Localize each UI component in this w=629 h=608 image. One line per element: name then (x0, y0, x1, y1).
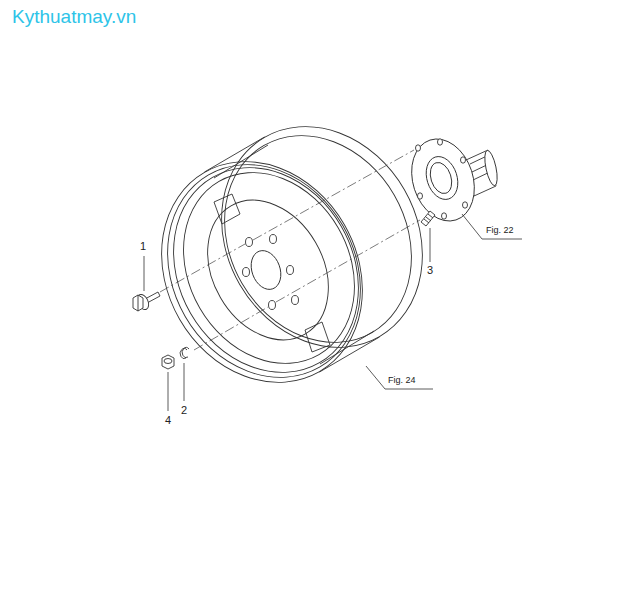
hex-nut (162, 355, 174, 369)
leader-lines (144, 214, 522, 411)
centre-line (253, 150, 414, 240)
rim-front (150, 141, 389, 394)
hex-edge (138, 295, 139, 311)
rim-back-inner (188, 101, 448, 376)
callout-number: 4 (165, 414, 171, 426)
spring-washer (180, 349, 187, 359)
flange-disc (401, 131, 484, 229)
hub-flange (401, 131, 499, 229)
stud-bolt (421, 211, 435, 226)
watermark: Kythuatmay.vn (12, 7, 136, 28)
figure-reference: Fig. 22 (486, 226, 514, 236)
wheel-disc (183, 178, 352, 361)
shaft-end (482, 149, 499, 186)
figure-reference: Fig. 24 (388, 376, 416, 386)
flange-hole (442, 213, 447, 219)
thread-line (428, 214, 433, 218)
bolt-hole (287, 266, 294, 275)
flange-bore (427, 160, 456, 197)
bolt-hole (246, 238, 253, 247)
flange-bore (421, 152, 463, 203)
bolt-head (133, 295, 143, 311)
rim-edge (205, 137, 265, 172)
nut-and-washer (162, 348, 189, 369)
figure-leader (366, 366, 433, 389)
centre-line (194, 307, 268, 350)
spring-washer (182, 348, 189, 358)
thread-line (424, 219, 429, 223)
flange-hole (416, 145, 421, 151)
leader-line (168, 372, 169, 411)
flange-bolt (133, 292, 160, 311)
flange-hole (438, 139, 443, 145)
flange-hole (463, 202, 468, 208)
flange-hole (418, 193, 423, 199)
bolt-hole (243, 268, 250, 277)
nut-top (164, 359, 172, 364)
bolt-hole (292, 296, 299, 305)
disc-cutout (214, 194, 240, 224)
leader-line (184, 363, 185, 401)
bolt-hole (269, 301, 276, 310)
leader-line (144, 256, 145, 291)
rim-front (130, 129, 399, 412)
rim-back (182, 90, 462, 384)
rim-front (137, 134, 395, 406)
disc-cutout (305, 322, 330, 352)
rim-front (122, 125, 402, 419)
callout-number: 2 (181, 404, 187, 416)
rim-edge (320, 331, 374, 364)
centre-line (160, 244, 245, 292)
rim-edge (320, 337, 380, 372)
bolt-hole (270, 235, 277, 244)
leader-line (430, 228, 431, 262)
flange-hole (461, 157, 466, 163)
stud-body (421, 211, 435, 226)
assembly-lines (160, 150, 420, 350)
hub-hole (246, 246, 286, 293)
callout-number: 3 (427, 264, 433, 276)
centre-line (276, 220, 420, 302)
callout-number: 1 (140, 240, 146, 252)
thread-line (426, 217, 431, 221)
figure-leader (462, 214, 522, 239)
rim-drawing (122, 90, 462, 419)
